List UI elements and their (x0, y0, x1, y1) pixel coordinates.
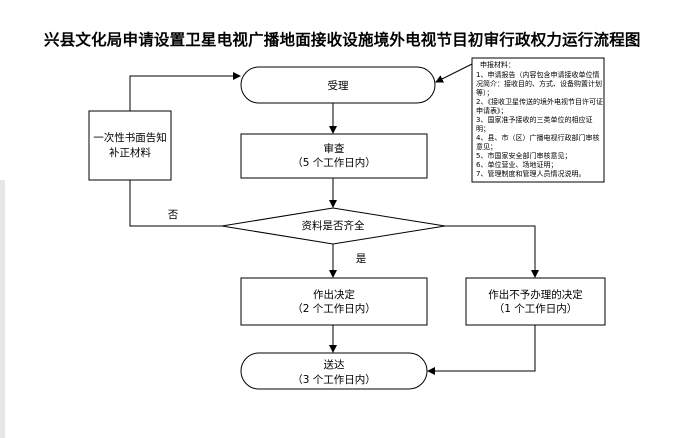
materials-item: 6、单位营业、场地证明； (476, 161, 558, 169)
supplement-line1: 一次性书面告知 (93, 132, 167, 144)
decision-to-supplement-line (129, 180, 222, 227)
yes-edge-label: 是 (355, 253, 367, 265)
materials-to-accept-arrow (435, 63, 473, 83)
approve-node (240, 277, 428, 326)
approve-title: 作出决定 (313, 289, 355, 301)
deliver-time: （3 个工作日内） (292, 374, 376, 386)
reject-title: 作出不予办理的决定 (488, 289, 583, 301)
materials-item: 5、市国家安全部门审核意见； (476, 152, 572, 160)
supplement-to-accept-arrow (129, 72, 241, 111)
materials-item: 7、管理制度和管理人员情况说明。 (476, 170, 586, 178)
approve-time: （2 个工作日内） (292, 303, 376, 315)
materials-item: 2、《接收卫星传送的境外电视节目许可证申请表》； (476, 98, 603, 115)
deliver-title: 送达 (323, 359, 345, 371)
reject-time: （1 个工作日内） (493, 303, 578, 315)
decision-label: 资料是否齐全 (301, 220, 365, 232)
page-title: 兴县文化局申请设置卫星电视广播地面接收设施境外电视节目初审行政权力运行流程图 (44, 31, 641, 49)
left-scroll-edge (0, 180, 5, 438)
no-edge-label: 否 (167, 209, 179, 221)
materials-list: 1、申请报告（内容包含申请接收单位情况简介：接收目的、方式、设备购置计划等）； … (476, 71, 604, 179)
review-node (240, 133, 428, 179)
accept-label: 受理 (327, 80, 349, 92)
supplement-line2: 补正材料 (109, 147, 151, 159)
accept-node (240, 66, 436, 104)
materials-item: 1、申请报告（内容包含申请接收单位情况简介：接收目的、方式、设备购置计划等）； (476, 71, 602, 97)
reject-to-deliver-arrow (427, 325, 536, 375)
materials-item: 3、国家准予接收的三类单位的相应证明； (476, 116, 593, 133)
review-time: （5 个工作日内） (292, 157, 376, 169)
decision-to-reject-arrow (445, 225, 539, 278)
review-title: 审查 (323, 143, 345, 155)
materials-item: 4、县、市（区）广播电视行政部门审核意见； (476, 134, 600, 151)
materials-heading: 申报材料： (480, 61, 515, 69)
materials-box (471, 57, 605, 183)
reject-node (465, 277, 606, 326)
